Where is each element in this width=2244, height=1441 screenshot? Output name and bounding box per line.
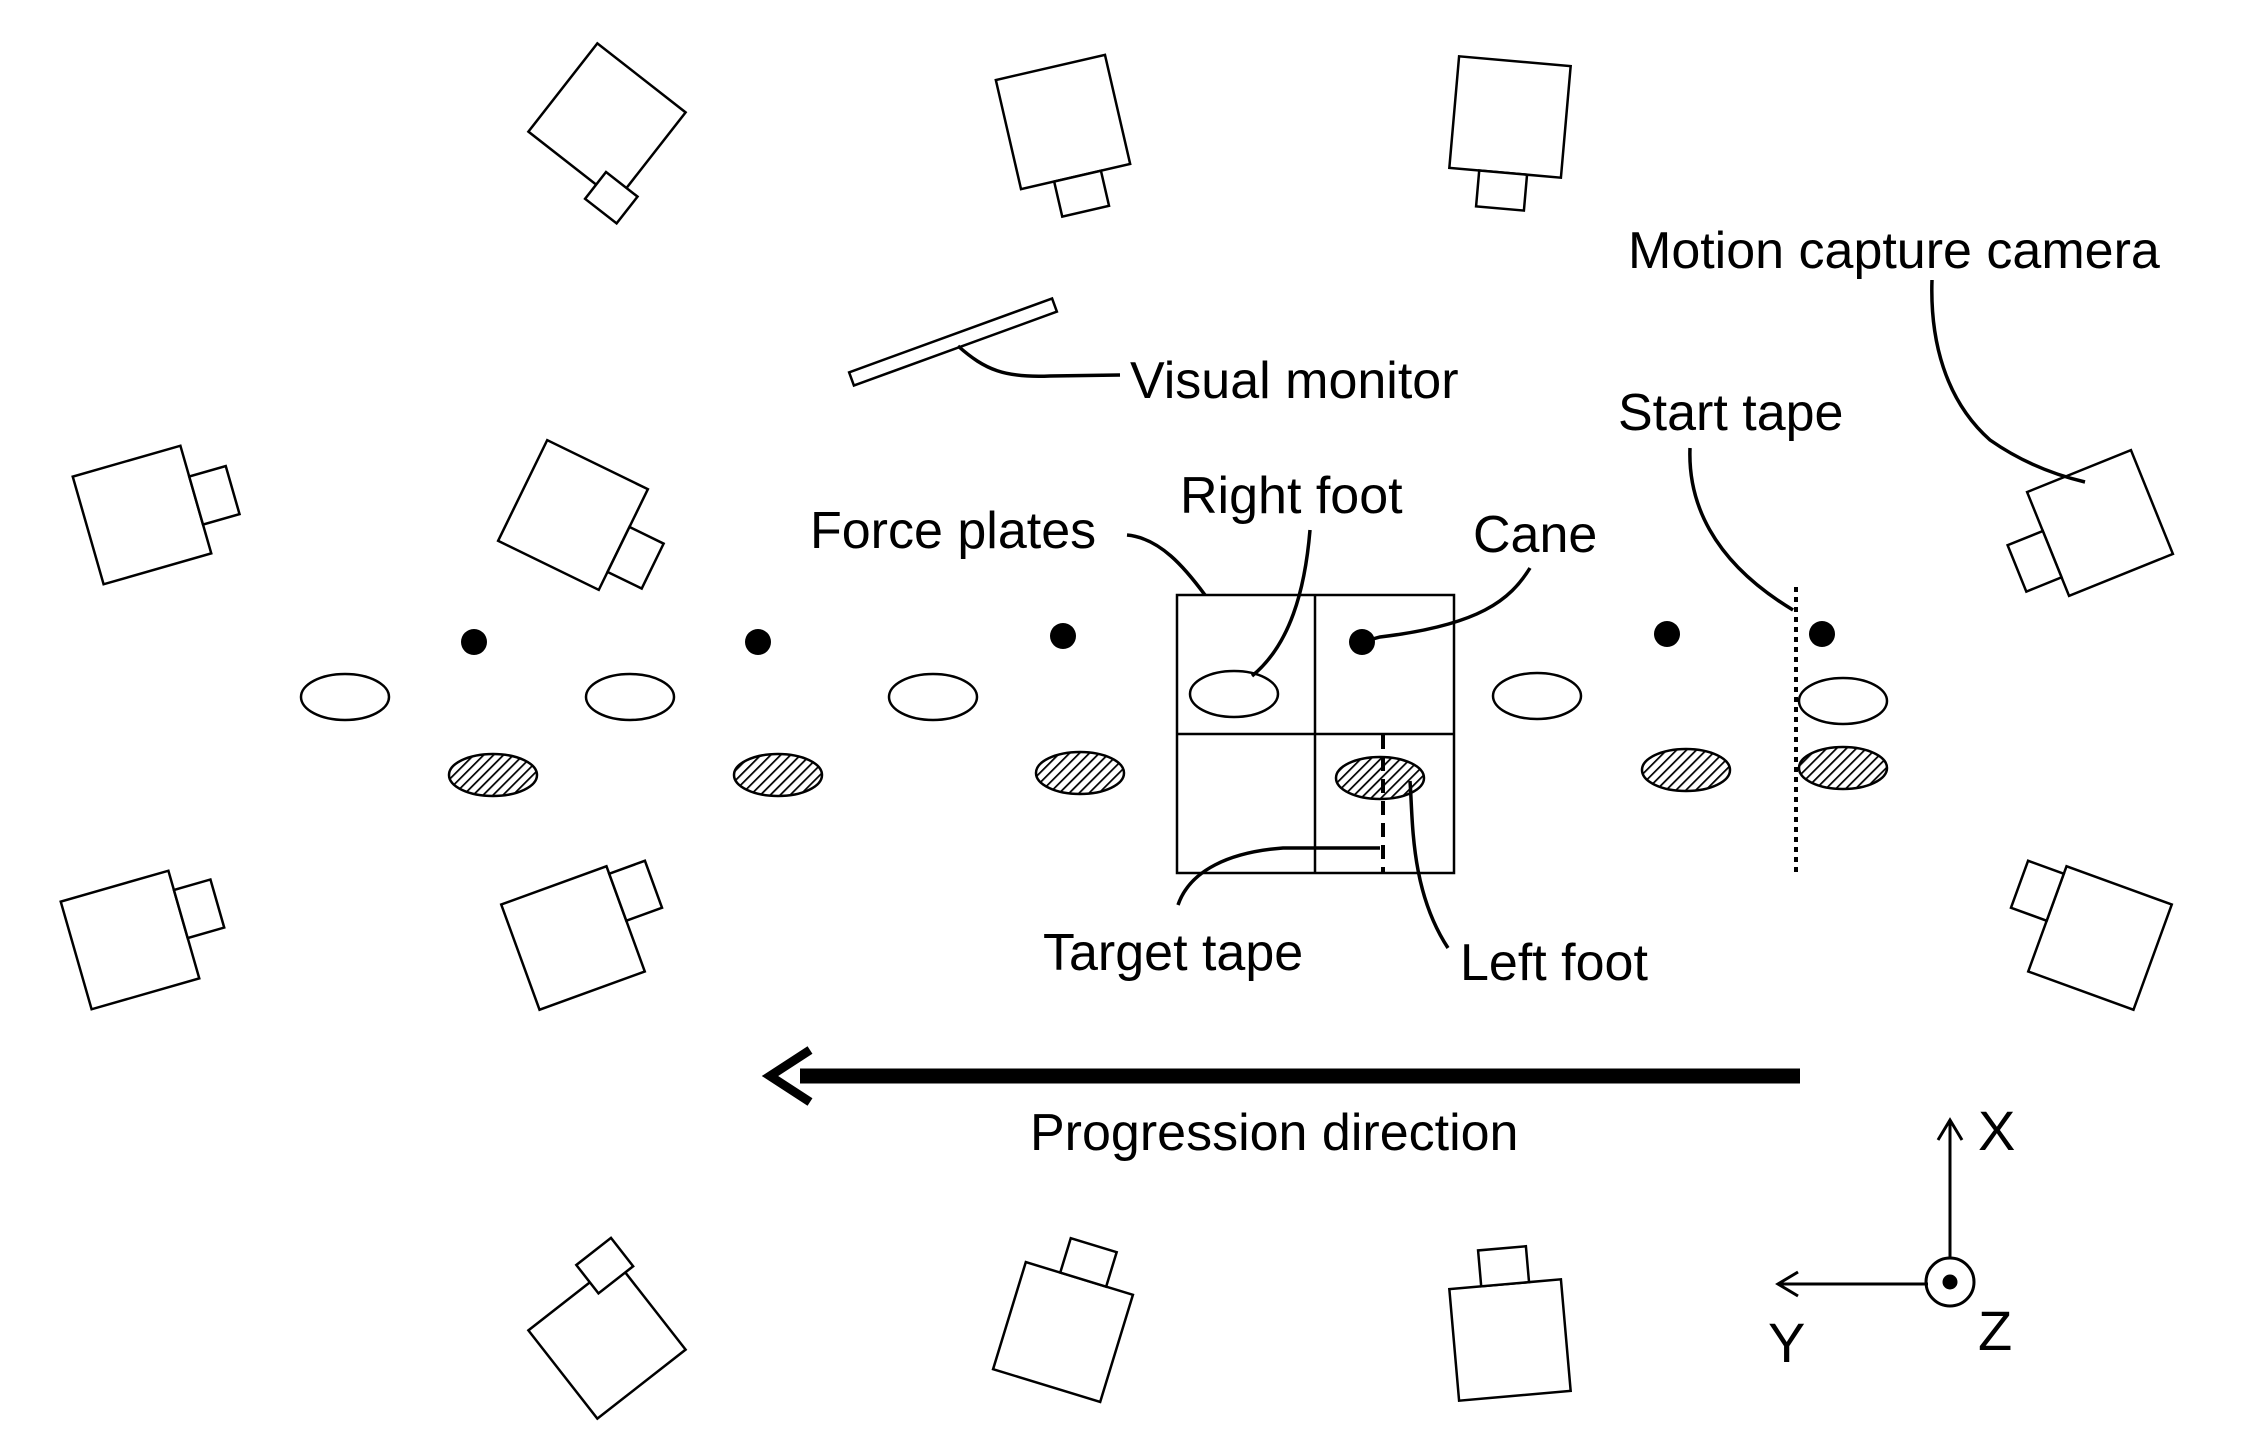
left-footprint	[1334, 755, 1426, 801]
motion-capture-camera	[994, 53, 1132, 219]
right-footprint	[584, 672, 676, 722]
label-axis-y: Y	[1768, 1311, 1805, 1374]
leader-force-plates	[1126, 533, 1207, 597]
right-footprint	[1188, 669, 1280, 719]
label-start-tape: Start tape	[1618, 384, 1843, 442]
label-left-foot: Left foot	[1460, 934, 1648, 992]
motion-capture-camera	[59, 869, 226, 1011]
cane-point	[1050, 623, 1076, 649]
label-cane: Cane	[1473, 506, 1597, 564]
leader-motion-capture-camera	[1930, 279, 2086, 484]
label-target-tape: Target tape	[1043, 924, 1303, 982]
z-axis-symbol	[1924, 1256, 1976, 1308]
left-footprint	[1640, 747, 1732, 793]
label-axis-x: X	[1978, 1099, 2015, 1162]
motion-capture-camera	[1447, 54, 1573, 212]
motion-capture-camera	[496, 438, 666, 592]
right-footprint	[887, 672, 979, 722]
motion-capture-camera	[991, 1236, 1135, 1404]
label-progression-direction: Progression direction	[1030, 1104, 1518, 1162]
left-footprint	[447, 752, 539, 798]
leader-cane	[1361, 567, 1532, 644]
right-footprint	[1491, 671, 1583, 721]
left-footprint	[1034, 750, 1126, 796]
force-plates	[1175, 593, 1456, 875]
label-right-foot: Right foot	[1180, 467, 1403, 525]
cane-point	[1809, 621, 1835, 647]
label-visual-monitor: Visual monitor	[1130, 352, 1459, 410]
motion-capture-camera	[2009, 859, 2174, 1012]
leader-start-tape	[1688, 447, 1794, 612]
motion-capture-camera	[71, 444, 242, 586]
motion-capture-camera	[1447, 1244, 1573, 1403]
left-footprint	[1797, 745, 1889, 791]
leader-left-foot	[1408, 780, 1450, 949]
label-motion-capture-camera: Motion capture camera	[1628, 222, 2160, 280]
visual-monitor	[847, 296, 1059, 388]
right-footprint	[299, 672, 391, 722]
label-force-plates: Force plates	[810, 502, 1096, 560]
motion-capture-camera	[526, 41, 688, 226]
right-footprint	[1797, 676, 1889, 726]
leader-target-tape	[1176, 846, 1380, 906]
left-footprint	[732, 752, 824, 798]
label-axis-z: Z	[1978, 1299, 2012, 1362]
motion-capture-camera	[499, 859, 664, 1012]
motion-capture-camera	[2005, 448, 2175, 598]
coordinate-system	[1775, 1117, 1976, 1308]
leader-right-foot	[1250, 529, 1312, 678]
motion-capture-camera	[526, 1236, 688, 1421]
leader-visual-monitor	[956, 344, 1121, 379]
progression-arrow	[761, 1046, 1800, 1106]
cane-point	[745, 629, 771, 655]
cane-point	[1654, 621, 1680, 647]
cane-point	[461, 629, 487, 655]
